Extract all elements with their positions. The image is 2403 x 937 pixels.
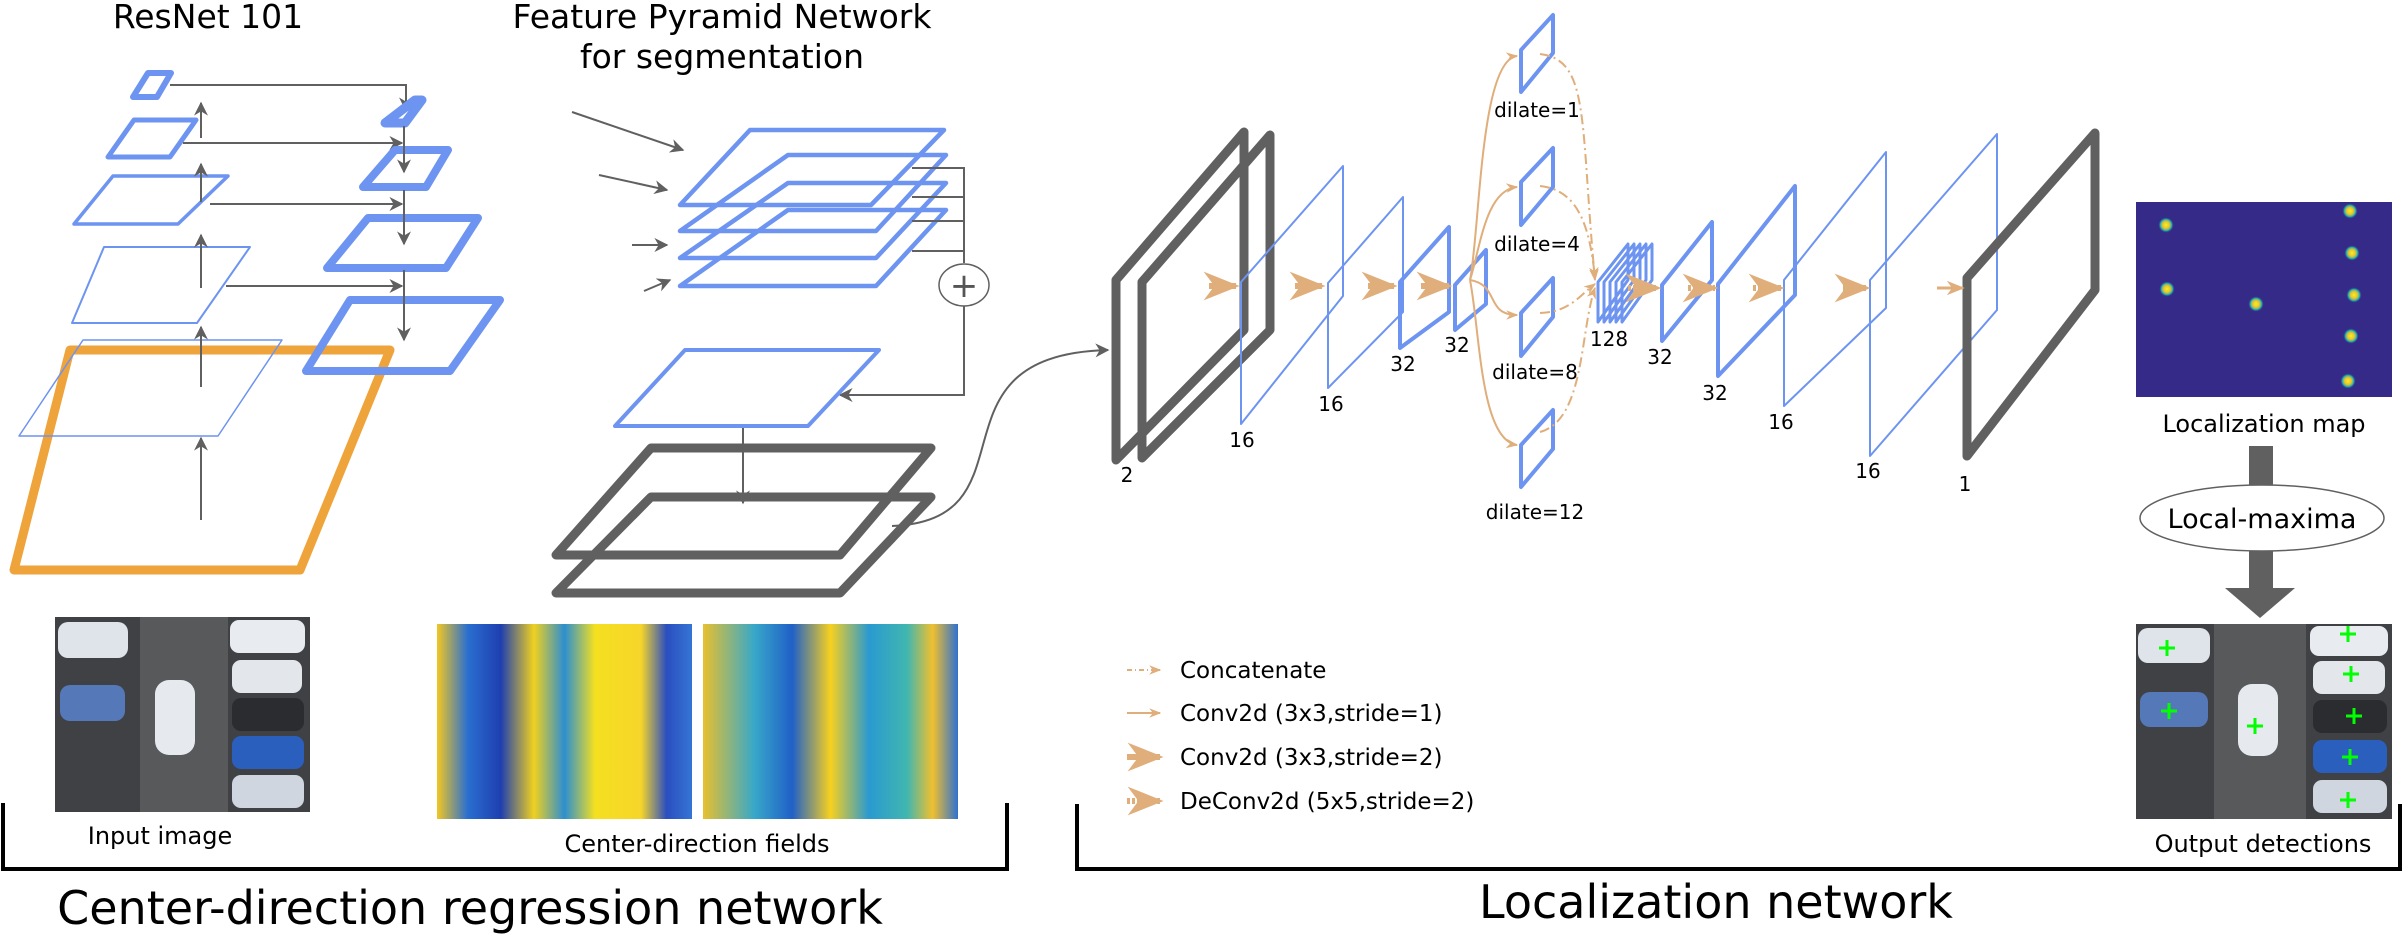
- dilate-label-12: dilate=12: [1486, 500, 1584, 524]
- left-section-bracket: [1, 803, 1009, 871]
- resnet-heading: ResNet 101: [113, 0, 303, 36]
- resnet-stage-4: [105, 117, 199, 160]
- fpn-level-2: [302, 296, 504, 375]
- resnet-stage-5: [130, 70, 174, 100]
- local-maxima-label: Local-maxima: [2168, 504, 2357, 535]
- right-section-bracket: [1075, 804, 2402, 871]
- legend-label-concatenate: Concatenate: [1180, 658, 1326, 684]
- legend-label-conv-stride1: Conv2d (3x3,stride=1): [1180, 701, 1443, 727]
- down-arrow-icon: [2225, 588, 2295, 618]
- fpn-level-4: [359, 146, 452, 191]
- dilate-label-1: dilate=1: [1494, 98, 1580, 122]
- fpn-level-3: [323, 214, 482, 272]
- concat-block: 128: [1590, 242, 1654, 351]
- legend: Concatenate Conv2d (3x3,stride=1) Conv2d…: [1127, 658, 1474, 816]
- legend-label-deconv: DeConv2d (5x5,stride=2): [1180, 789, 1474, 815]
- legend-label-conv-stride2: Conv2d (3x3,stride=2): [1180, 745, 1443, 771]
- center-direction-fields-caption: Center-direction fields: [565, 830, 830, 858]
- legend-item-conv-stride1: Conv2d (3x3,stride=1): [1127, 701, 1443, 727]
- center-direction-field-images: [437, 624, 958, 819]
- legend-item-deconv: DeConv2d (5x5,stride=2): [1127, 786, 1474, 816]
- fpn-top-down: [302, 95, 504, 375]
- input-image: [55, 617, 310, 812]
- input-image-caption: Input image: [88, 822, 233, 850]
- plus-icon: +: [950, 266, 979, 306]
- localization-network: 2 16 16 32 32 dilate=1 dilate=4 dilate=8…: [1111, 13, 2100, 524]
- detection-markers: [2159, 626, 2362, 808]
- input-layer: [9, 345, 395, 575]
- channel-label-dec1: 32: [1647, 345, 1672, 369]
- flow-arrow-shaft-bottom: [2249, 551, 2273, 588]
- fpn-heading-line1: Feature Pyramid Network: [513, 0, 933, 36]
- left-section-title: Center-direction regression network: [57, 881, 883, 935]
- output-detections-caption: Output detections: [2155, 830, 2372, 858]
- resnet-backbone: [9, 70, 395, 575]
- channel-label-dec4: 16: [1855, 459, 1880, 483]
- localization-map: [2136, 202, 2392, 397]
- channel-label-input: 2: [1121, 463, 1134, 487]
- direction-field-x: [437, 624, 692, 819]
- channel-label-concat: 128: [1590, 327, 1628, 351]
- fpn-merged-map: [613, 348, 881, 428]
- dilated-branches: dilate=1 dilate=4 dilate=8 dilate=12: [1469, 13, 1599, 524]
- fpn-level-5: [380, 95, 427, 128]
- direction-field-y: [703, 624, 958, 819]
- dilate-label-4: dilate=4: [1494, 232, 1580, 256]
- resnet-stage-1: [18, 339, 283, 437]
- resnet-stage-3: [72, 174, 230, 226]
- channel-label-enc2: 16: [1318, 392, 1343, 416]
- legend-item-conv-stride2: Conv2d (3x3,stride=2): [1127, 742, 1443, 772]
- fpn-heading-line2: for segmentation: [580, 37, 864, 76]
- channel-label-enc1: 16: [1229, 428, 1254, 452]
- dilate-label-8: dilate=8: [1492, 360, 1578, 384]
- direction-field-output-1: [551, 443, 936, 560]
- channel-label-enc4: 32: [1444, 333, 1469, 357]
- channel-label-enc3: 32: [1390, 352, 1415, 376]
- fpn-stacked-outputs: +: [551, 111, 1110, 598]
- localization-map-caption: Localization map: [2162, 410, 2365, 438]
- channel-label-output: 1: [1959, 472, 1972, 496]
- resnet-stage-2: [71, 246, 251, 324]
- direction-field-output-2: [551, 492, 936, 598]
- right-section-title: Localization network: [1479, 875, 1953, 929]
- channel-label-dec3: 16: [1768, 410, 1793, 434]
- flow-arrow-shaft-top: [2249, 446, 2273, 486]
- legend-item-concatenate: Concatenate: [1127, 658, 1326, 684]
- output-detections-image: [2136, 624, 2392, 819]
- channel-label-dec2: 32: [1702, 381, 1727, 405]
